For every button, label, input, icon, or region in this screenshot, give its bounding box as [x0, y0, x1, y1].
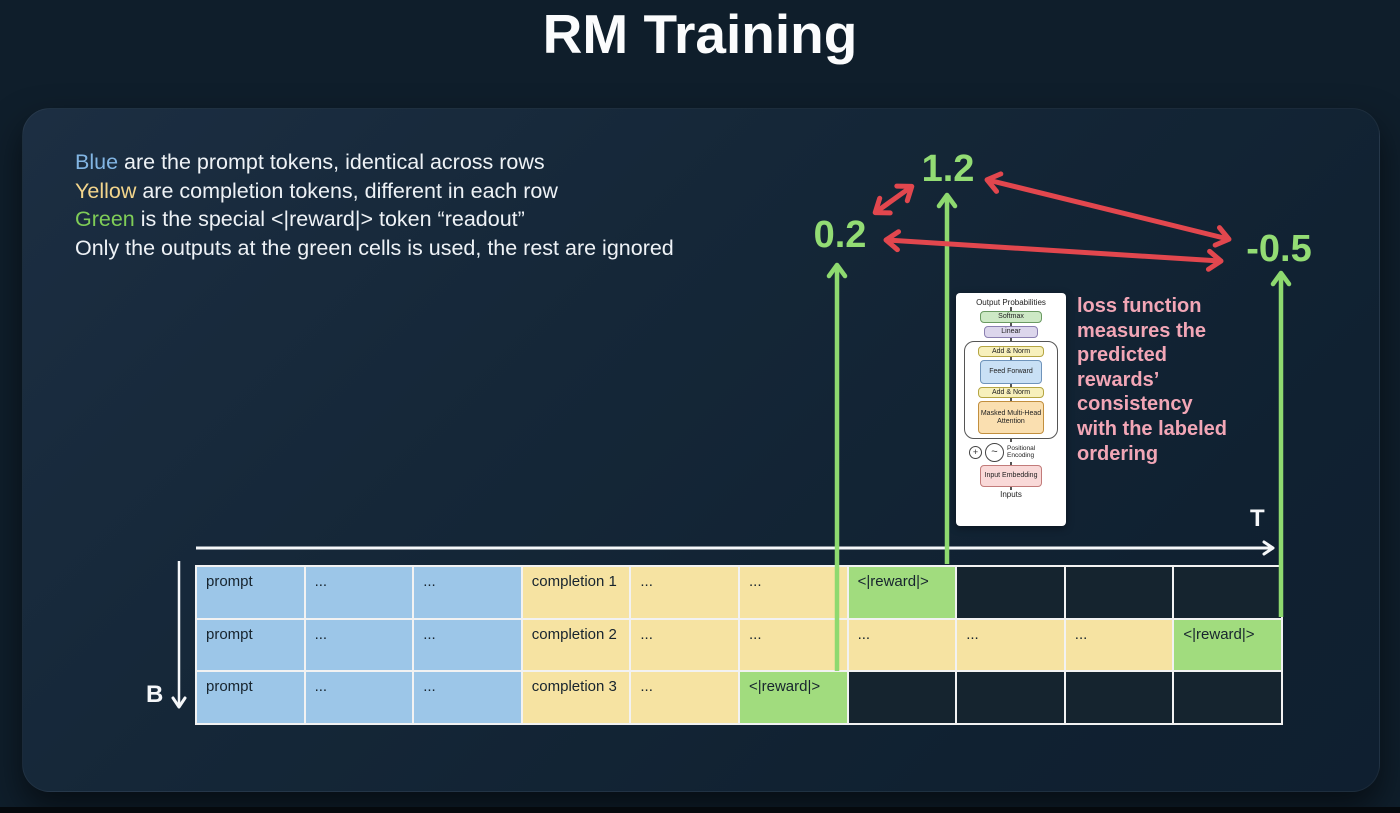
transformer-inputs-label: Inputs: [1000, 490, 1022, 499]
table-cell: ...: [305, 672, 413, 723]
transformer-decoder-stack: Add & Norm Feed Forward Add & Norm Maske…: [964, 341, 1058, 439]
legend-lead-blue: Blue: [75, 150, 119, 174]
table-cell: ...: [739, 567, 847, 618]
loss-note-line: with the labeled: [1077, 417, 1228, 440]
legend-line-note: Only the outputs at the green cells is u…: [75, 234, 674, 263]
reward-value-0: 0.2: [813, 214, 867, 256]
table-cell: completion 1: [522, 567, 630, 618]
table-cell-reward: <|reward|>: [739, 672, 847, 723]
bottom-edge: [0, 807, 1400, 813]
table-cell: [1174, 567, 1281, 618]
transformer-feedforward-box: Feed Forward: [980, 360, 1042, 384]
t-axis-label: T: [1250, 505, 1265, 532]
loss-function-note: loss function measures the predicted rew…: [1077, 294, 1227, 466]
table-cell: [957, 567, 1064, 618]
loss-note-line: predicted: [1077, 344, 1168, 367]
legend-lead-yellow: Yellow: [75, 178, 137, 203]
b-axis-label: B: [146, 681, 164, 708]
page-title: RM Training: [542, 3, 858, 65]
loss-note-line: ordering: [1077, 442, 1159, 465]
table-cell: ...: [414, 619, 521, 671]
token-table: prompt ... ... completion 1 ... ... <|re…: [195, 565, 1283, 725]
legend-text: are the prompt tokens, identical across …: [118, 150, 545, 174]
table-cell: prompt: [197, 567, 304, 618]
table-cell: ...: [631, 619, 738, 671]
legend-line-yellow: Yellow are completion tokens, different …: [75, 177, 674, 206]
table-cell: [1174, 672, 1281, 723]
table-cell-reward: <|reward|>: [1174, 619, 1281, 671]
table-cell: ...: [414, 672, 521, 723]
table-cell-reward: <|reward|>: [848, 567, 956, 618]
legend-text: Only the outputs at the green cells is u…: [75, 236, 674, 261]
table-cell: ...: [739, 619, 847, 671]
transformer-masked-mha-box: Masked Multi-Head Attention: [978, 401, 1044, 434]
legend-text: are completion tokens, different in each…: [136, 178, 558, 203]
legend-lead-green: Green: [75, 207, 135, 232]
table-cell: [1065, 567, 1173, 618]
table-cell: [957, 672, 1064, 723]
sine-wave-icon: ~: [985, 442, 1004, 462]
loss-note-line: measures the: [1077, 319, 1206, 342]
transformer-input-embedding-box: Input Embedding: [980, 465, 1042, 487]
table-cell: prompt: [197, 619, 304, 671]
table-cell: ...: [305, 619, 413, 671]
loss-note-line: rewards’: [1077, 368, 1160, 391]
table-cell: ...: [414, 567, 521, 618]
reward-value-1: 1.2: [921, 148, 975, 190]
legend: Blue are the prompt tokens, identical ac…: [75, 148, 674, 263]
table-cell: completion 2: [522, 619, 630, 671]
legend-line-green: Green is the special <|reward|> token “r…: [75, 205, 674, 234]
positional-encoding-row: + ~ Positional Encoding: [969, 442, 1053, 462]
transformer-addnorm-box: Add & Norm: [978, 346, 1044, 357]
legend-line-blue: Blue are the prompt tokens, identical ac…: [75, 148, 674, 177]
table-cell: [1065, 672, 1173, 723]
table-cell: prompt: [197, 672, 304, 723]
table-cell: ...: [957, 619, 1064, 671]
add-circle-icon: +: [969, 445, 982, 459]
transformer-softmax-box: Softmax: [980, 311, 1042, 323]
transformer-linear-box: Linear: [984, 326, 1038, 338]
transformer-output-label: Output Probabilities: [976, 298, 1046, 307]
loss-note-line: loss function: [1077, 295, 1202, 317]
reward-value-2: -0.5: [1246, 228, 1312, 270]
transformer-diagram: Output Probabilities Softmax Linear Add …: [956, 293, 1066, 526]
table-cell: [848, 672, 956, 723]
table-cell: ...: [631, 567, 738, 618]
table-cell: ...: [305, 567, 413, 618]
loss-note-line: consistency: [1077, 393, 1193, 416]
table-cell: ...: [1065, 619, 1173, 671]
positional-encoding-label: Positional Encoding: [1007, 444, 1036, 460]
table-cell: completion 3: [522, 672, 630, 723]
table-cell: ...: [848, 619, 956, 671]
transformer-addnorm-box: Add & Norm: [978, 387, 1044, 398]
legend-text: is the special <|reward|> token “readout…: [134, 207, 525, 232]
table-cell: ...: [631, 672, 738, 723]
